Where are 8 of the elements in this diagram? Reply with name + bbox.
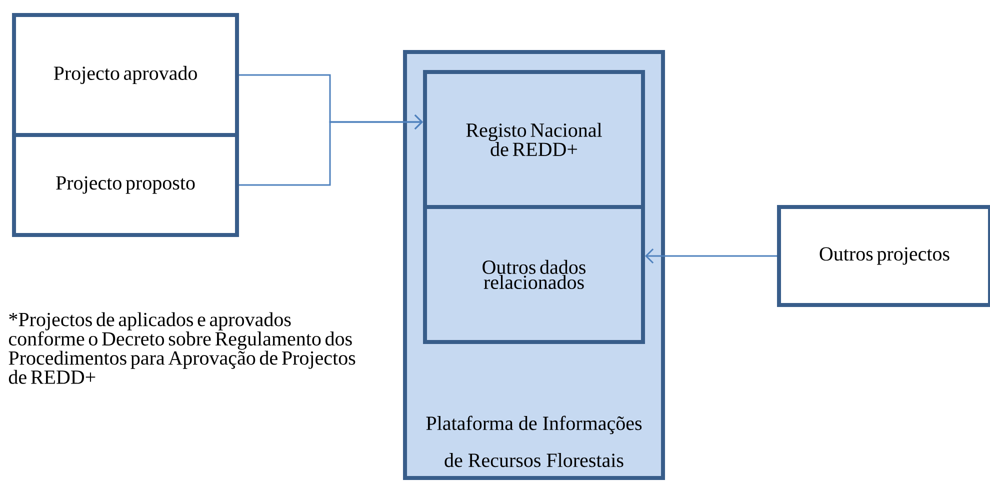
process-box: Outros projectos (777, 205, 990, 307)
process-box: Outros dados relacionados (423, 205, 645, 344)
arrow (239, 114, 423, 186)
process-box: Projecto aprovado (12, 13, 239, 137)
footnote: *Projectos de aplicados e aprovados conforme o Decreto sobre Regulamento dos Procedimentos para Aprovação de Projectos de REDD+ (8, 312, 356, 384)
process-box: Registo Nacional de REDD+ (423, 70, 645, 209)
arrow (645, 248, 777, 264)
process-box: Projecto proposto (12, 133, 239, 237)
